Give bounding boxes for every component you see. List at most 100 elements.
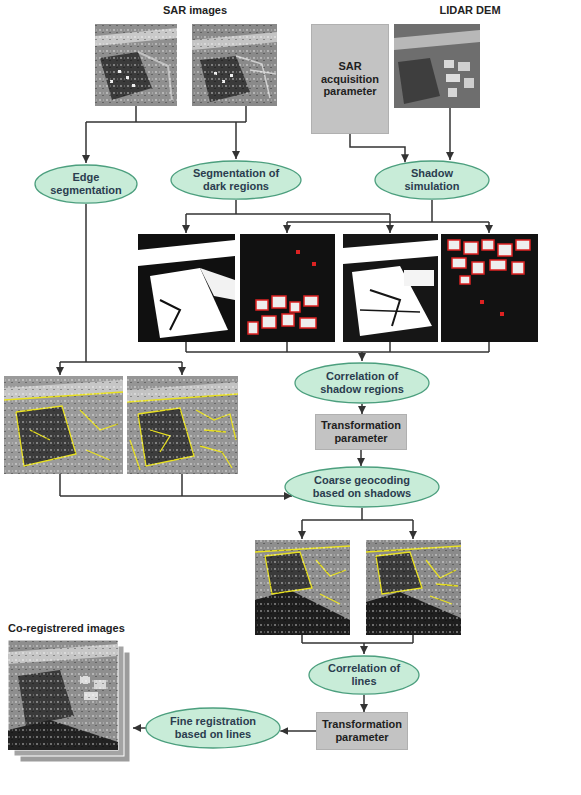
flow-line bbox=[60, 106, 489, 728]
process-ellipse: Correlation of shadow regions bbox=[294, 362, 430, 404]
flow-line bbox=[181, 362, 183, 375]
dark-region-mask bbox=[138, 234, 235, 342]
flow-line bbox=[185, 342, 187, 352]
node-label: Transformation parameter bbox=[321, 718, 403, 743]
node-text-block: SAR acquisition parameter bbox=[316, 60, 384, 98]
lidar-dem-image bbox=[446, 74, 460, 82]
simulated-shadow-mask bbox=[248, 296, 318, 334]
node-text-block: Correlation of lines bbox=[323, 662, 406, 687]
flow-line bbox=[301, 635, 303, 643]
node-label: Shadow simulation bbox=[389, 167, 475, 192]
process-ellipse: Shadow simulation bbox=[374, 160, 490, 200]
dark-region-mask bbox=[343, 234, 438, 342]
ellipse-outline bbox=[285, 467, 439, 507]
section-label: LIDAR DEM bbox=[420, 4, 520, 16]
flow-line bbox=[488, 222, 490, 233]
flow-arrow bbox=[360, 450, 362, 466]
flow-line bbox=[301, 520, 303, 539]
simulated-shadow-mask bbox=[464, 242, 478, 254]
flow-line bbox=[361, 352, 363, 361]
co-registered-stack bbox=[8, 640, 118, 750]
simulated-shadow-mask bbox=[272, 296, 286, 308]
flow-line bbox=[235, 122, 237, 159]
edge-overlay-image bbox=[4, 376, 123, 474]
node-text-block: Fine registration based on lines bbox=[163, 715, 264, 740]
simulated-shadow-mask bbox=[282, 314, 294, 326]
node-label: Correlation of shadow regions bbox=[312, 370, 413, 395]
dark-region-mask bbox=[360, 310, 420, 312]
lidar-dem-image bbox=[448, 88, 457, 97]
flow-line bbox=[431, 200, 433, 222]
node-text-block: Coarse geocoding based on shadows bbox=[304, 474, 419, 499]
simulated-shadow-mask bbox=[500, 312, 504, 316]
parameter-box: Transformation parameter bbox=[316, 712, 408, 750]
flow-line bbox=[287, 221, 489, 223]
simulated-shadow-mask bbox=[262, 316, 276, 328]
flow-line bbox=[60, 361, 182, 363]
simulated-shadow-mask bbox=[290, 302, 300, 312]
simulated-shadow-mask bbox=[448, 240, 460, 250]
dark-region-mask bbox=[343, 234, 438, 342]
node-label: Transformation parameter bbox=[320, 419, 402, 444]
node-label: SAR acquisition parameter bbox=[316, 60, 384, 98]
geocoded-image bbox=[366, 540, 461, 635]
lidar-dem-image bbox=[464, 78, 474, 88]
edge-overlay-image bbox=[4, 376, 123, 474]
node-text-block: Shadow simulation bbox=[389, 167, 475, 192]
geocoded-image bbox=[255, 540, 350, 635]
dark-region-mask bbox=[343, 240, 438, 264]
lidar-dem-image bbox=[398, 58, 440, 104]
flow-line bbox=[286, 222, 288, 233]
node-label: Edge segmentation bbox=[48, 171, 125, 196]
simulated-shadow-mask bbox=[460, 276, 470, 284]
flow-line bbox=[133, 727, 146, 729]
flow-arrow bbox=[361, 404, 363, 414]
node-text-block: Segmentation of dark regions bbox=[187, 167, 285, 192]
flow-arrow bbox=[363, 695, 365, 712]
flow-line bbox=[59, 362, 61, 375]
simulated-shadow-mask bbox=[452, 258, 466, 268]
ellipse-outline bbox=[375, 161, 489, 199]
simulated-shadow-mask bbox=[304, 296, 318, 306]
simulated-shadow-mask bbox=[480, 300, 484, 304]
sar-image bbox=[95, 24, 177, 106]
simulated-shadow-mask bbox=[300, 318, 316, 328]
flow-line bbox=[235, 200, 237, 214]
ellipse-outline bbox=[309, 656, 419, 694]
simulated-shadow-mask bbox=[240, 234, 335, 342]
flow-line bbox=[389, 214, 391, 233]
section-label: SAR images bbox=[145, 4, 245, 16]
geocoded-image bbox=[255, 540, 350, 635]
ellipse-outline bbox=[295, 363, 429, 403]
flow-line bbox=[488, 342, 490, 352]
dark-region-mask bbox=[138, 240, 235, 266]
dark-region-mask bbox=[138, 234, 235, 342]
sar-image bbox=[192, 24, 277, 106]
node-label: Fine registration based on lines bbox=[163, 715, 264, 740]
simulated-shadow-mask bbox=[312, 262, 316, 266]
simulated-shadow-mask bbox=[441, 234, 538, 342]
flow-line bbox=[60, 495, 292, 497]
flow-line bbox=[245, 106, 247, 122]
flow-line bbox=[361, 508, 363, 520]
flow-line bbox=[135, 106, 137, 122]
simulated-shadow-mask bbox=[482, 240, 494, 250]
geocoded-image bbox=[366, 540, 461, 635]
lidar-dem-image bbox=[458, 62, 470, 71]
flow-line bbox=[302, 519, 413, 521]
lidar-dem-image bbox=[394, 24, 480, 108]
simulated-shadow-mask bbox=[248, 322, 258, 334]
edge-overlay-image bbox=[4, 376, 123, 474]
flow-line bbox=[85, 204, 87, 362]
ellipse-outline bbox=[35, 165, 137, 203]
simulated-shadow-mask bbox=[448, 240, 530, 284]
dark-region-mask bbox=[370, 290, 400, 326]
dark-region-mask bbox=[404, 270, 434, 286]
lidar-dem-image bbox=[394, 30, 480, 50]
section-label: Co-registrered images bbox=[8, 622, 178, 634]
simulated-shadow-mask bbox=[240, 234, 335, 342]
node-label: Correlation of lines bbox=[323, 662, 406, 687]
process-ellipse: Fine registration based on lines bbox=[145, 707, 281, 749]
